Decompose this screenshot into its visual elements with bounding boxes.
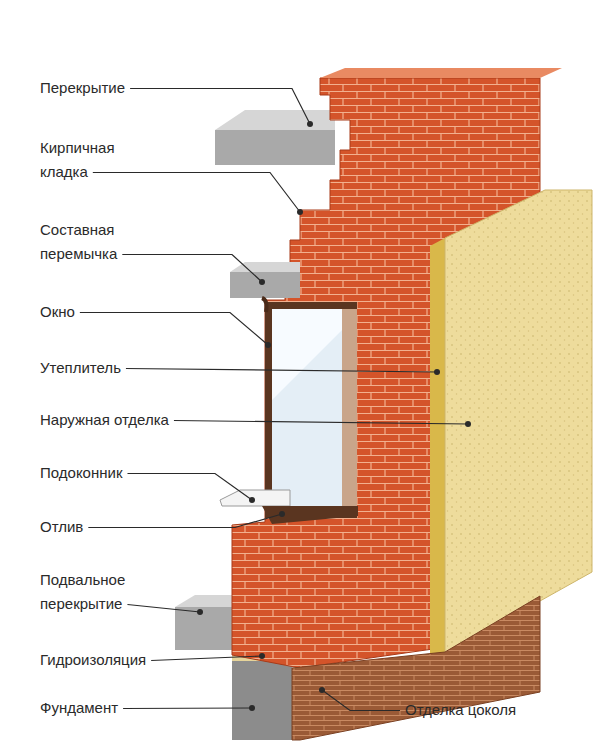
leader-line	[174, 421, 468, 425]
leader-dot	[259, 653, 265, 659]
leader-line	[122, 255, 262, 283]
part-label: Отлив	[40, 515, 83, 539]
part-label: Составная перемычка	[40, 218, 165, 266]
part-label: Подоконник	[40, 461, 122, 485]
part-label: Окно	[40, 300, 75, 324]
leader-dot	[297, 209, 303, 215]
part-label: Перекрытие	[40, 76, 125, 100]
leader-dot	[279, 511, 285, 517]
leader-line	[322, 690, 400, 711]
leader-dot	[197, 609, 203, 615]
window	[265, 302, 357, 518]
part-label: Наружная отделка	[40, 408, 169, 432]
composite-lintel	[230, 262, 300, 312]
part-label: Утеплитель	[40, 356, 121, 380]
part-label: Отделка цоколя	[405, 698, 516, 722]
leader-line	[80, 313, 268, 346]
part-label: Гидроизоляция	[40, 648, 146, 672]
brick-top	[320, 68, 562, 78]
leader-line	[93, 173, 300, 213]
leader-dot	[265, 342, 271, 348]
leader-line	[130, 89, 310, 125]
leader-line	[126, 369, 437, 373]
window-sill	[220, 490, 290, 506]
part-label: Фундамент	[40, 696, 118, 720]
floor-slab	[215, 110, 335, 165]
plinth-finish	[292, 596, 540, 740]
leader-dot	[249, 705, 255, 711]
leader-dot	[307, 121, 313, 127]
insulation	[430, 238, 445, 660]
leader-line	[123, 707, 252, 709]
part-label: Кирпичная кладка	[40, 136, 155, 184]
leader-dot	[259, 279, 265, 285]
foundation	[232, 660, 292, 740]
leader-dot	[319, 687, 325, 693]
leader-line	[88, 514, 282, 528]
leader-line	[127, 474, 252, 501]
leader-dot	[434, 369, 440, 375]
leader-line	[127, 605, 200, 613]
leader-line	[151, 656, 262, 661]
leader-dot	[465, 421, 471, 427]
leader-dot	[249, 497, 255, 503]
part-label: Подвальное перекрытие	[40, 568, 165, 616]
outer-finish	[445, 190, 592, 654]
